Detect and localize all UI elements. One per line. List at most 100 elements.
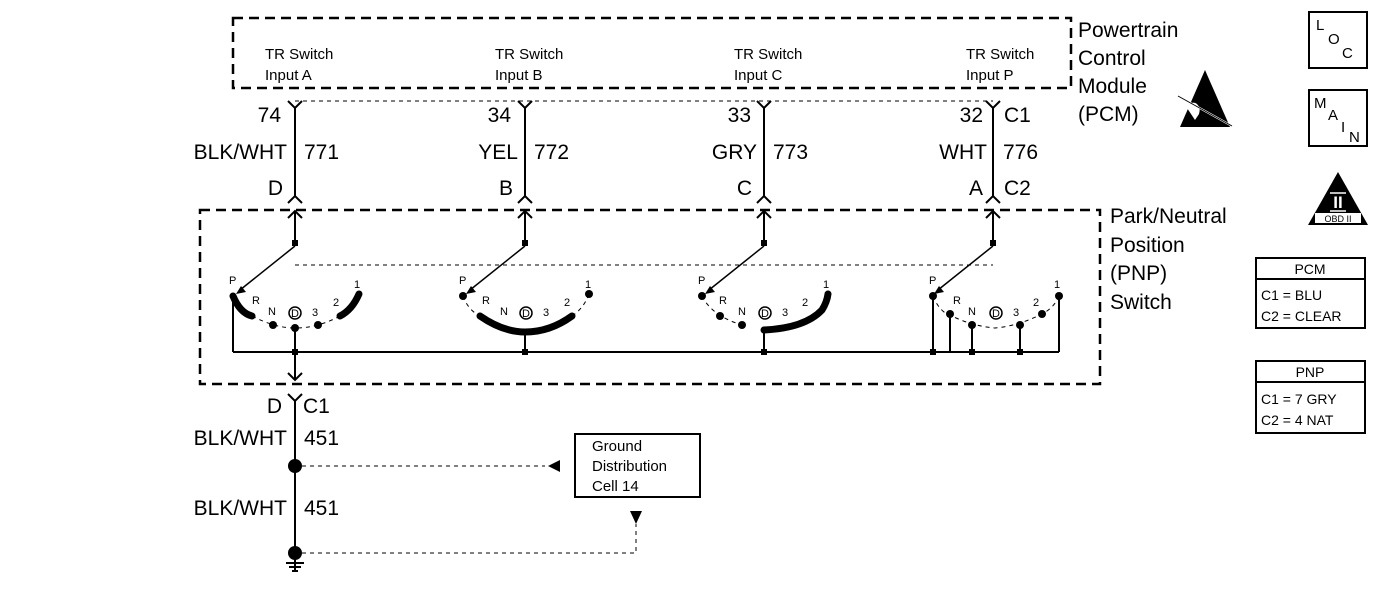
ground-distribution-ref-box[interactable] bbox=[574, 433, 701, 498]
switch-a-pos-p: P bbox=[229, 275, 236, 287]
pcm-connector-c1: C1 bbox=[1004, 104, 1031, 127]
switch-c-pos-1: 1 bbox=[823, 279, 829, 291]
pcm-title-line-4: (PCM) bbox=[1078, 103, 1139, 126]
pin-33: 33 bbox=[728, 104, 751, 127]
main-icon[interactable]: M A I N bbox=[1308, 89, 1368, 147]
switch-b-pos-r: R bbox=[482, 295, 490, 307]
obd-label: OBD II bbox=[1324, 214, 1351, 224]
ground-pin-d: D bbox=[267, 395, 282, 418]
switch-b-pos-n: N bbox=[500, 306, 508, 318]
pcm-title: Powertrain Control Module (PCM) bbox=[1078, 19, 1178, 126]
main-letter-i: I bbox=[1341, 119, 1345, 136]
loc-icon[interactable]: L O C bbox=[1308, 11, 1368, 69]
ground-circuit-2: 451 bbox=[304, 497, 339, 520]
pcm-connector-table: PCM C1 = BLU C2 = CLEAR bbox=[1255, 257, 1366, 329]
wire-color-773: GRY bbox=[712, 141, 757, 164]
switch-a-pos-n: N bbox=[268, 306, 276, 318]
switch-b-pos-1: 1 bbox=[585, 279, 591, 291]
pnp-title-line-2: Position bbox=[1110, 234, 1185, 257]
ground-splice-point bbox=[288, 546, 302, 560]
ground-ref-line-2: Distribution bbox=[592, 458, 667, 475]
pcm-table-row-1: C1 = BLU bbox=[1261, 287, 1322, 303]
wire-771 bbox=[287, 100, 303, 243]
wire-776 bbox=[985, 100, 1001, 243]
wire-color-772: YEL bbox=[478, 141, 518, 164]
switch-a-pos-r: R bbox=[252, 295, 260, 307]
pnp-pin-d: D bbox=[268, 177, 283, 200]
switch-c-pos-d: D bbox=[761, 308, 769, 320]
switch-c-pos-r: R bbox=[719, 295, 727, 307]
switch-c-pos-n: N bbox=[738, 306, 746, 318]
pnp-switch-box bbox=[198, 208, 1102, 386]
circuit-773: 773 bbox=[773, 141, 808, 164]
ground-symbol bbox=[286, 562, 304, 572]
wire-color-771: BLK/WHT bbox=[194, 141, 288, 164]
pcm-title-line-3: Module bbox=[1078, 75, 1147, 98]
switch-b-pos-d: D bbox=[522, 308, 530, 320]
pnp-title: Park/Neutral Position (PNP) Switch bbox=[1110, 205, 1227, 314]
pnp-pin-a: A bbox=[969, 177, 983, 200]
pnp-pin-b: B bbox=[499, 177, 513, 200]
switch-a-pos-d: D bbox=[291, 308, 299, 320]
pcm-input-p-line2: Input P bbox=[966, 67, 1014, 84]
pcm-table-row-2: C2 = CLEAR bbox=[1261, 308, 1342, 324]
switch-p-pos-r: R bbox=[953, 295, 961, 307]
switch-p-pos-1: 1 bbox=[1054, 279, 1060, 291]
switch-contact-c: P R N D 3 2 1 bbox=[698, 240, 832, 352]
ground-reference-arrow-lower bbox=[630, 511, 642, 524]
wire-773 bbox=[756, 100, 772, 243]
switch-b-pos-p: P bbox=[459, 275, 466, 287]
pcm-title-line-1: Powertrain bbox=[1078, 19, 1178, 42]
pin-32: 32 bbox=[960, 104, 983, 127]
main-letter-m: M bbox=[1314, 95, 1327, 112]
pnp-connector-table: PNP C1 = 7 GRY C2 = 4 NAT bbox=[1255, 360, 1366, 434]
pcm-table-title: PCM bbox=[1294, 261, 1325, 277]
pcm-input-c-line2: Input C bbox=[734, 67, 783, 84]
ground-wire-451 bbox=[287, 352, 303, 572]
obd-ii-icon: II OBD II bbox=[1308, 172, 1368, 225]
ground-connector-c1: C1 bbox=[303, 395, 330, 418]
obd-numeral: II bbox=[1333, 193, 1342, 212]
pnp-table-row-1: C1 = 7 GRY bbox=[1261, 391, 1337, 407]
main-letter-a: A bbox=[1328, 107, 1338, 124]
ground-wire-color-2: BLK/WHT bbox=[194, 497, 288, 520]
pin-34: 34 bbox=[488, 104, 512, 127]
pnp-title-line-3: (PNP) bbox=[1110, 262, 1167, 285]
pnp-table-title: PNP bbox=[1296, 364, 1325, 380]
circuit-772: 772 bbox=[534, 141, 569, 164]
switch-a-pos-1: 1 bbox=[354, 279, 360, 291]
pcm-input-a-line2: Input A bbox=[265, 67, 312, 84]
pcm-input-c-line1: TR Switch bbox=[734, 46, 802, 63]
switch-p-pos-3: 3 bbox=[1013, 307, 1019, 319]
switch-p-pos-d: D bbox=[992, 308, 1000, 320]
pcm-input-p-line1: TR Switch bbox=[966, 46, 1034, 63]
pcm-module-box bbox=[231, 16, 1073, 90]
esd-sensitive-icon bbox=[1177, 70, 1233, 127]
switch-contact-a: P R N D 3 2 1 bbox=[229, 240, 363, 352]
pnp-table-row-2: C2 = 4 NAT bbox=[1261, 412, 1334, 428]
ground-reference-line-lower bbox=[302, 524, 637, 554]
ground-wire-color-1: BLK/WHT bbox=[194, 427, 288, 450]
pcm-title-line-2: Control bbox=[1078, 47, 1146, 70]
main-letter-n: N bbox=[1349, 129, 1360, 146]
switch-p-pos-n: N bbox=[968, 306, 976, 318]
pcm-input-a-line1: TR Switch bbox=[265, 46, 333, 63]
switch-b-pos-3: 3 bbox=[543, 307, 549, 319]
switch-contact-p: P R N D 3 2 1 bbox=[929, 240, 1063, 352]
ground-ref-line-1: Ground bbox=[592, 438, 642, 455]
switch-p-pos-p: P bbox=[929, 275, 936, 287]
switch-p-pos-2: 2 bbox=[1033, 297, 1039, 309]
loc-letter-o: O bbox=[1328, 31, 1340, 48]
pnp-connector-c2: C2 bbox=[1004, 177, 1031, 200]
loc-letter-c: C bbox=[1342, 45, 1353, 62]
ground-circuit-1: 451 bbox=[304, 427, 339, 450]
loc-letter-l: L bbox=[1316, 17, 1324, 34]
circuit-776: 776 bbox=[1003, 141, 1038, 164]
splice-point bbox=[288, 459, 302, 473]
pnp-title-line-1: Park/Neutral bbox=[1110, 205, 1227, 228]
switch-a-pos-2: 2 bbox=[333, 297, 339, 309]
wire-772 bbox=[517, 100, 533, 243]
switch-contact-b: P R N D 3 2 1 bbox=[459, 240, 593, 352]
wire-color-776: WHT bbox=[939, 141, 987, 164]
